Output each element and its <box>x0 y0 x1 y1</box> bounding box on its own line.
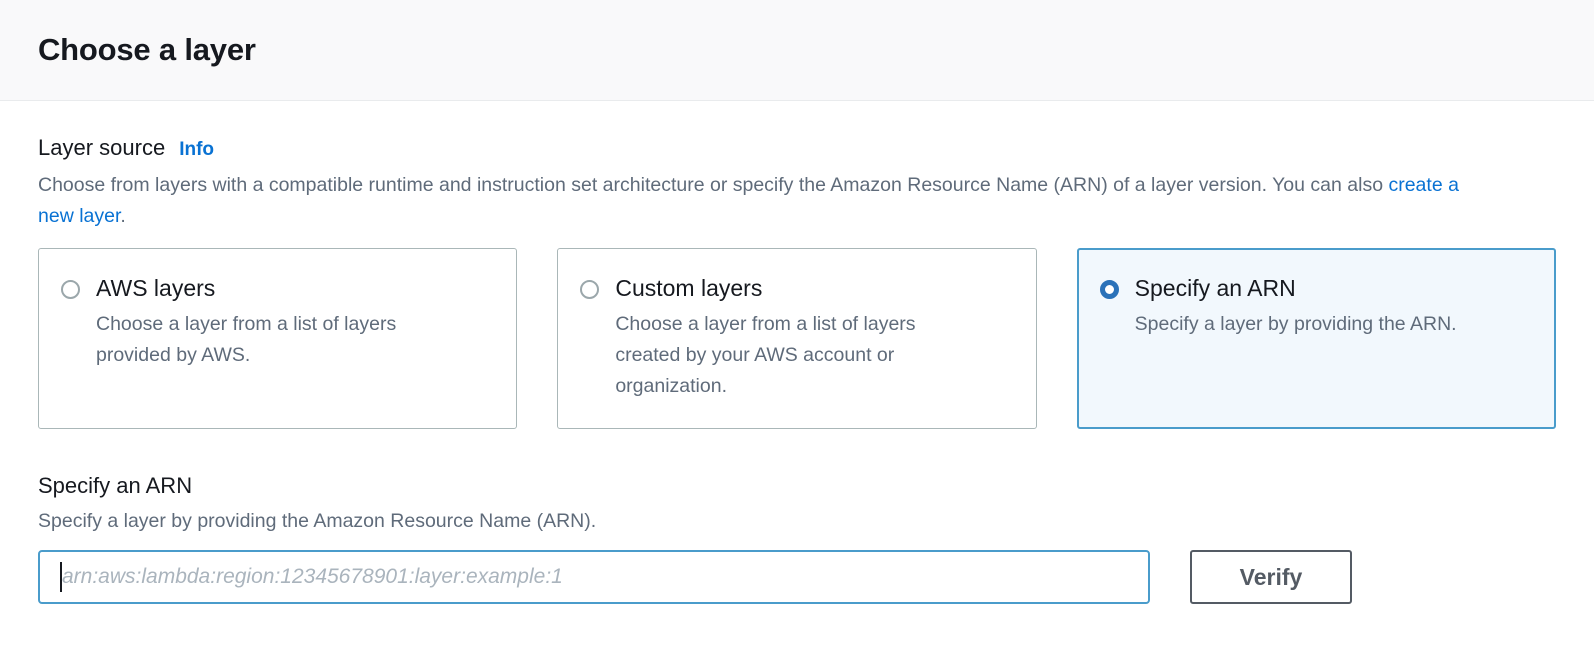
modal-header: Choose a layer <box>0 0 1594 101</box>
radio-icon-custom-layers[interactable] <box>580 280 600 299</box>
radio-tile-description: Specify a layer by providing the ARN. <box>1134 313 1457 335</box>
layer-source-description-text: Choose from layers with a compatible run… <box>38 174 1389 196</box>
arn-section-title: Specify an ARN <box>38 473 193 498</box>
radio-icon-specify-an-arn-selected[interactable] <box>1099 280 1119 299</box>
radio-tile-custom-layers-text: Custom layers Choose a layer from a list… <box>615 273 975 402</box>
radio-tile-title: Specify an ARN <box>1134 275 1296 301</box>
arn-input-row: Verify <box>38 550 1556 604</box>
arn-input[interactable] <box>38 550 1150 604</box>
layer-source-description: Choose from layers with a compatible run… <box>38 170 1498 232</box>
radio-tile-specify-an-arn[interactable]: Specify an ARN Specify a layer by provid… <box>1076 248 1556 429</box>
radio-tile-aws-layers-text: AWS layers Choose a layer from a list of… <box>96 273 456 371</box>
arn-input-wrapper <box>38 550 1150 604</box>
verify-button[interactable]: Verify <box>1190 550 1352 604</box>
text-cursor-icon <box>60 562 62 592</box>
create-a-new-layer-link[interactable]: create a new layer <box>38 174 1459 227</box>
page-title: Choose a layer <box>38 32 256 67</box>
radio-tile-description: Choose a layer from a list of layers cre… <box>615 313 916 397</box>
radio-tile-title: Custom layers <box>615 275 763 301</box>
radio-icon-aws-layers[interactable] <box>61 280 80 299</box>
layer-source-label: Layer source <box>38 135 166 160</box>
radio-tile-title: AWS layers <box>96 275 216 301</box>
layer-source-label-row: Layer source Info <box>38 135 1556 161</box>
radio-tile-custom-layers[interactable]: Custom layers Choose a layer from a list… <box>557 248 1037 429</box>
radio-tile-aws-layers[interactable]: AWS layers Choose a layer from a list of… <box>38 248 518 429</box>
info-link[interactable]: Info <box>179 139 215 160</box>
layer-source-description-suffix: . <box>120 205 126 227</box>
layer-source-radio-group: AWS layers Choose a layer from a list of… <box>38 248 1556 429</box>
radio-tile-specify-an-arn-text: Specify an ARN Specify a layer by provid… <box>1135 273 1457 340</box>
modal-body: Layer source Info Choose from layers wit… <box>0 101 1594 604</box>
arn-section-description: Specify a layer by providing the Amazon … <box>38 510 597 532</box>
radio-tile-description: Choose a layer from a list of layers pro… <box>96 313 397 366</box>
